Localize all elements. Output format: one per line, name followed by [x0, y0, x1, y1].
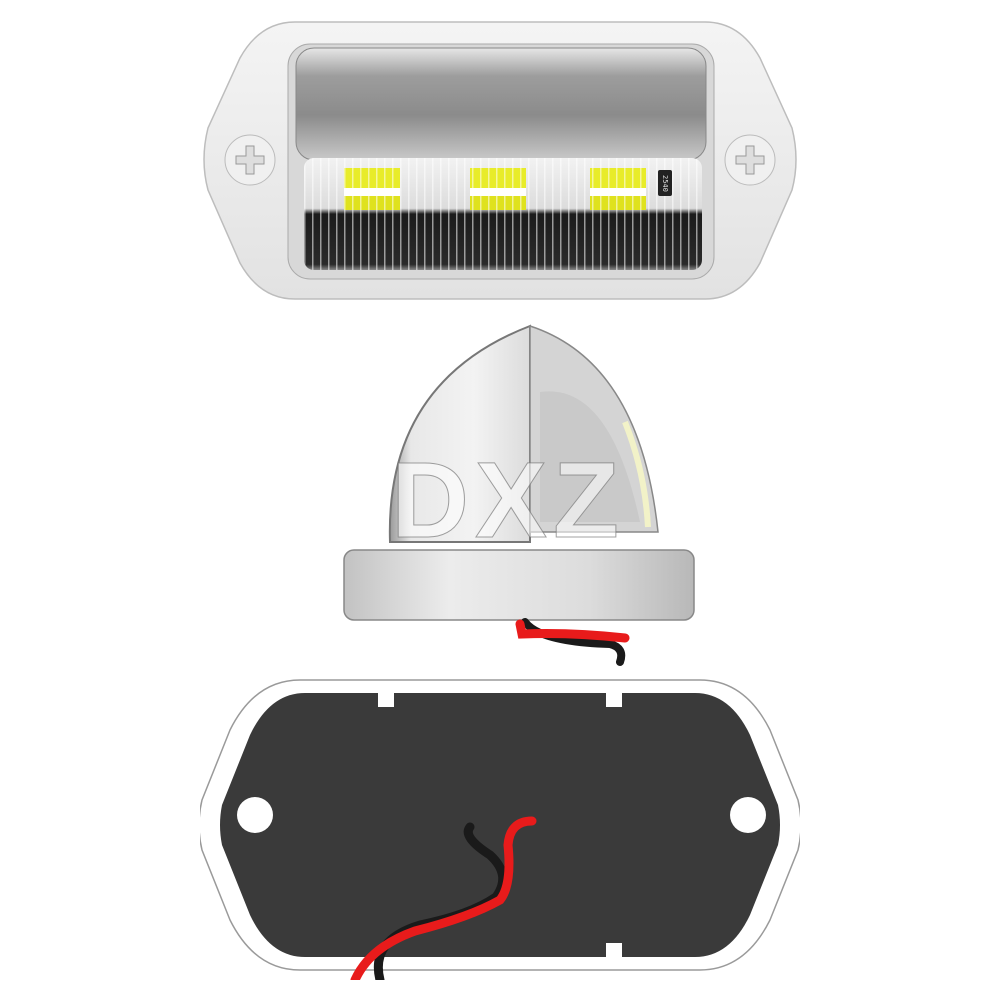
side-view-light: DXZ	[340, 322, 700, 667]
led-chip-label: 2540	[658, 170, 672, 196]
mounting-hole-left	[237, 797, 273, 833]
side-housing-graphic	[343, 324, 695, 666]
back-view-light	[200, 675, 800, 980]
mounting-hole-right	[730, 797, 766, 833]
watermark-text: DXZ	[391, 439, 625, 560]
screw-icon-left	[224, 134, 276, 186]
screw-icon-right	[724, 134, 776, 186]
front-view-light: 2540	[200, 18, 800, 303]
wires-side	[515, 618, 630, 666]
back-housing-graphic	[200, 679, 800, 980]
front-housing-graphic	[203, 21, 797, 300]
rubber-gasket	[220, 693, 780, 957]
wires-back	[350, 816, 537, 980]
